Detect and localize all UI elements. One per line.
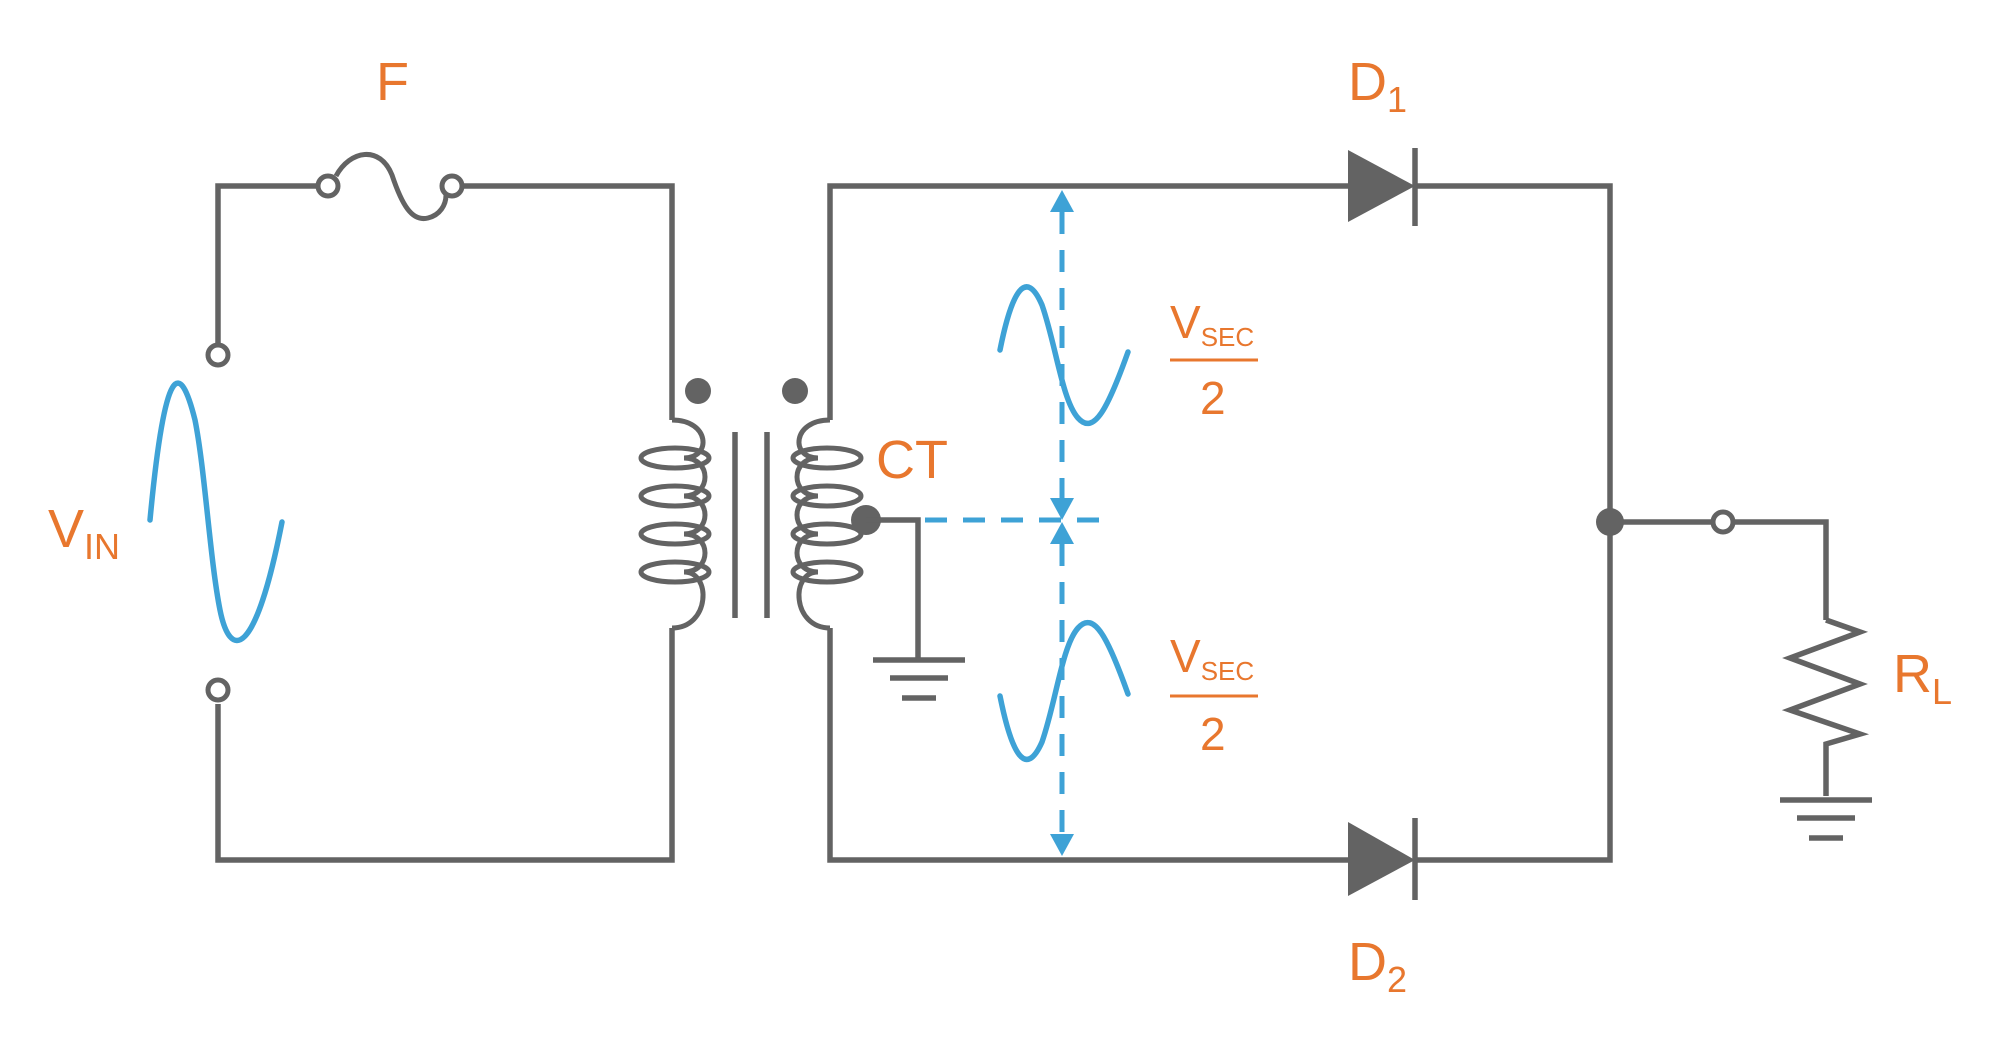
secondary-voltage-indicators xyxy=(925,190,1131,856)
input-sine-wave-icon xyxy=(147,380,285,644)
wire-center-tap xyxy=(866,517,921,660)
label-rl-main: R xyxy=(1893,644,1932,704)
source-terminal-top xyxy=(205,342,231,368)
label-d1-main: D xyxy=(1348,52,1387,112)
output-node-dot xyxy=(1596,508,1624,536)
wire-primary-bottom xyxy=(215,628,675,863)
label-d1-sub: 1 xyxy=(1387,79,1407,120)
fraction-vsec-lower: VSEC 2 xyxy=(1170,630,1258,760)
source-terminal-bottom xyxy=(205,677,231,703)
secondary-upper-sine-icon xyxy=(997,284,1131,427)
wire-primary-top-right xyxy=(452,183,675,420)
label-rl-sub: L xyxy=(1932,671,1952,712)
fraction-vsec-upper: VSEC 2 xyxy=(1170,296,1258,424)
diode-d2-icon xyxy=(1348,818,1418,900)
load-resistor-icon xyxy=(1781,617,1870,796)
label-fuse: F xyxy=(376,52,409,112)
secondary-lower-sine-icon xyxy=(997,619,1131,763)
wire-secondary-bottom xyxy=(827,628,1348,863)
label-rl: RL xyxy=(1893,644,1952,712)
primary-winding xyxy=(638,417,712,631)
label-vin: VIN xyxy=(48,499,120,567)
primary-polarity-dot xyxy=(685,378,711,404)
label-vin-sub: IN xyxy=(84,526,120,567)
arrow-up-icon xyxy=(1050,190,1074,212)
label-center-tap: CT xyxy=(876,430,948,490)
wire-primary-top-left xyxy=(215,183,328,352)
output-terminal xyxy=(1710,509,1736,535)
arrow-down-lower-icon xyxy=(1050,834,1074,856)
label-d1: D1 xyxy=(1348,52,1407,120)
transformer-icon xyxy=(638,378,864,631)
label-vsec-lower-sub: SEC xyxy=(1201,656,1254,686)
secondary-winding xyxy=(790,417,864,631)
label-d2-main: D xyxy=(1348,932,1387,992)
label-vsec-lower-main: V xyxy=(1170,630,1201,682)
secondary-polarity-dot xyxy=(782,378,808,404)
label-vsec-upper-main: V xyxy=(1170,296,1201,348)
wire-output-right xyxy=(1735,519,1829,620)
label-vsec-lower-den: 2 xyxy=(1200,708,1226,760)
rectifier-circuit xyxy=(827,148,1872,900)
fuse-icon xyxy=(315,152,465,222)
wire-output-bus xyxy=(1415,183,1613,863)
ground-icon-center-tap xyxy=(873,657,965,701)
arrow-down-icon xyxy=(1050,498,1074,520)
primary-circuit xyxy=(147,152,675,863)
arrow-up-lower-icon xyxy=(1050,522,1074,544)
label-vin-main: V xyxy=(48,499,84,559)
wire-secondary-top xyxy=(827,183,1348,420)
label-vsec-upper-den: 2 xyxy=(1200,372,1226,424)
svg-text:VSEC: VSEC xyxy=(1170,630,1254,686)
label-d2: D2 xyxy=(1348,932,1407,1000)
diode-d1-icon xyxy=(1348,148,1418,226)
ground-icon-load xyxy=(1780,797,1872,841)
labels: F VIN CT D1 D2 RL VSEC 2 VSEC 2 xyxy=(48,52,1952,1000)
label-d2-sub: 2 xyxy=(1387,959,1407,1000)
label-vsec-upper-sub: SEC xyxy=(1201,322,1254,352)
svg-text:VSEC: VSEC xyxy=(1170,296,1254,352)
